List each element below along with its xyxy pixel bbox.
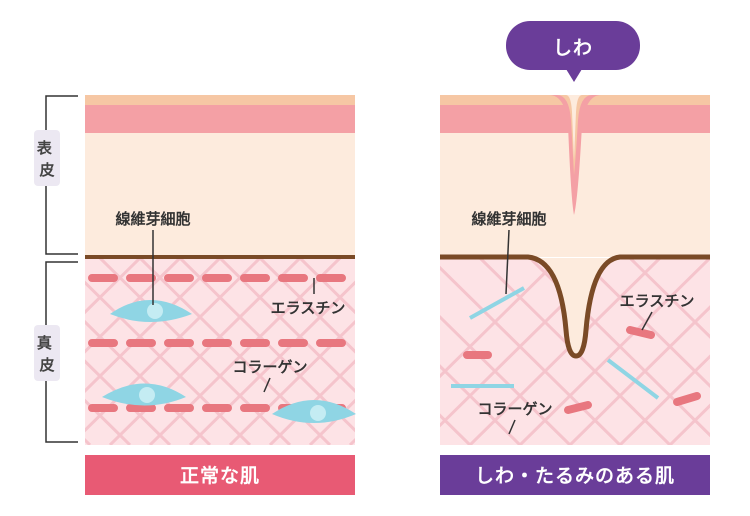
wrinkle-skin-panel: 線維芽細胞 エラスチン コラーゲン	[440, 95, 710, 445]
elastin-label-left: エラスチン	[271, 299, 346, 317]
collagen-fragment-4	[673, 392, 701, 406]
epidermis-label-bg	[34, 130, 60, 186]
wrinkle-caption-banner	[440, 455, 710, 495]
normal-fibroblast-cells	[102, 300, 356, 423]
elastin-pointer-right	[641, 311, 653, 331]
epidermis-char-2: 皮	[39, 161, 54, 179]
collagen-pointer-left	[263, 377, 271, 393]
fibroblast-nucleus-2	[139, 387, 155, 403]
normal-collagen-rows	[88, 274, 356, 412]
normal-caption: 正常な肌	[180, 464, 260, 487]
bubble-label: しわ	[553, 37, 593, 59]
collagen-label-left: コラーゲン	[232, 358, 307, 376]
fibroblast-label-left: 線維芽細胞	[115, 210, 190, 228]
normal-skin-surface	[85, 95, 355, 105]
dermis-char-2: 皮	[39, 356, 54, 374]
epidermis-label: 表 皮	[37, 139, 57, 179]
elastin-label-right: エラスチン	[620, 292, 695, 310]
collagen-label-right: コラーゲン	[477, 400, 552, 418]
normal-caption-banner	[85, 455, 355, 495]
dermis-char-1: 真	[37, 334, 52, 352]
normal-skin-panel: 線維芽細胞 エラスチン コラーゲン	[85, 95, 356, 445]
elastin-fragment-1	[469, 286, 525, 320]
wrinkle-groove-core	[566, 95, 582, 160]
dermis-label-bg	[34, 325, 60, 381]
elastin-fragment-3	[606, 358, 660, 400]
fibroblast-nucleus-3	[310, 405, 326, 421]
collagen-fragment-3	[626, 326, 655, 339]
fibroblast-label-right: 線維芽細胞	[471, 210, 546, 228]
bubble-body	[506, 21, 640, 70]
fibroblast-pointer-right	[505, 229, 510, 295]
bubble-tail	[566, 69, 582, 82]
wrinkle-dermis-fold	[528, 258, 620, 358]
normal-elastin-mesh	[85, 258, 355, 445]
fibroblast-nucleus-1	[147, 303, 163, 319]
wrinkle-boundary-line	[440, 254, 710, 359]
collagen-fragment-2	[564, 401, 592, 414]
wrinkle-speech-bubble: しわ	[506, 21, 640, 82]
dermis-label: 真 皮	[37, 334, 57, 374]
collagen-pointer-right	[508, 419, 516, 435]
wrinkle-collagen-fragments	[463, 326, 701, 414]
wrinkle-elastin-fragments	[451, 286, 660, 400]
epidermis-char-1: 表	[37, 139, 53, 157]
wrinkle-caption: しわ・たるみのある肌	[475, 465, 675, 487]
normal-skin-pink-layer	[85, 105, 355, 133]
